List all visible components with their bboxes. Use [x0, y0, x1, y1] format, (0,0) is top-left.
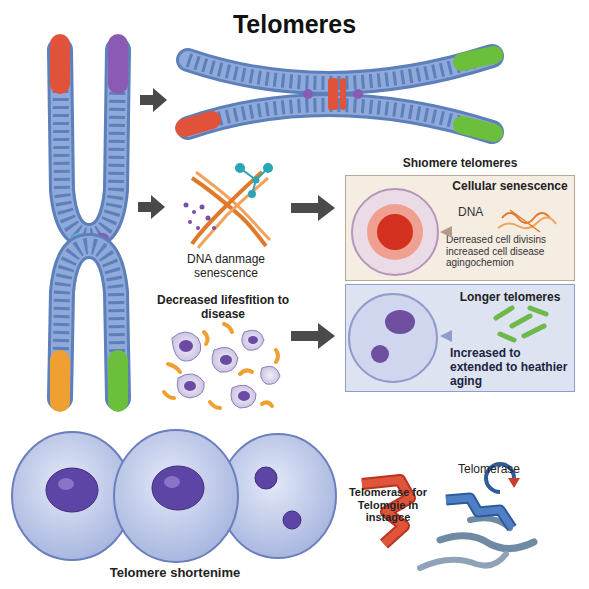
band [353, 89, 363, 99]
box-body: Derreased cell divisins increased cell d… [446, 234, 574, 269]
nucleolus [58, 478, 74, 490]
cell [114, 430, 238, 562]
pointer [440, 330, 452, 342]
cell-fragment [177, 374, 204, 398]
nucleolus [164, 476, 180, 488]
nucleus [248, 336, 258, 344]
figure-caption: DNA danmage senescence [178, 253, 274, 281]
title: Telomeres [0, 10, 589, 39]
healthy-cell [349, 294, 437, 382]
nucleus [283, 511, 301, 529]
chromatid-texture [188, 105, 492, 132]
box-heading: Cellular senescence [446, 180, 574, 194]
centromere [340, 78, 346, 110]
box-heading: Longer telomeres [446, 291, 574, 305]
part-label: DNA [458, 206, 498, 220]
chromatid [188, 56, 492, 83]
dna-damage-illustration [184, 164, 273, 248]
cell [352, 189, 438, 275]
cytoplasm-glow [367, 204, 423, 260]
damaged-cells-illustration [164, 324, 280, 408]
chromosome-u [60, 44, 118, 243]
block-arrow [140, 88, 167, 112]
cell-fragment [172, 332, 201, 361]
cell-fragment [231, 385, 256, 408]
panel-group: Shıomere telomeresCellular senescenceDNA… [343, 156, 577, 394]
cell-fragment [261, 366, 280, 384]
nucleus [179, 340, 193, 352]
telomerase-rna [362, 480, 410, 544]
telomere-cap [184, 120, 212, 128]
nucleus [46, 468, 98, 512]
telomere-shortening-cells [12, 430, 336, 562]
telomere-strand [446, 498, 512, 528]
chromosome-x [184, 55, 494, 133]
arrowhead [508, 478, 520, 488]
dna-strand [196, 172, 270, 240]
nucleus [152, 466, 204, 510]
molecule [236, 164, 272, 197]
telomere-cap [462, 55, 494, 62]
nucleus [255, 467, 277, 489]
band [303, 89, 313, 99]
nucleus [385, 310, 415, 334]
telomere-fragments [164, 324, 278, 408]
dna-strand [510, 210, 540, 232]
chromatid [188, 105, 492, 132]
nucleus [371, 345, 389, 363]
chromatid [188, 105, 492, 132]
panel-heading: Shıomere telomeres [343, 157, 577, 171]
telomere-cap [50, 360, 70, 402]
pointer [440, 226, 452, 238]
block-arrow [138, 195, 165, 219]
flow-arrows [138, 88, 335, 349]
telomerase-rna [362, 480, 410, 544]
nucleus [377, 214, 413, 250]
figure-caption: Telomere shortenime [70, 566, 280, 581]
telomere-cap [462, 125, 494, 133]
cell-fragment [242, 330, 264, 350]
figure-caption: Decreased lifesfition to disease [155, 294, 291, 322]
dna-strand [198, 178, 268, 248]
chromosome-n [60, 246, 118, 402]
dna-strand [420, 554, 506, 568]
nucleus [238, 391, 250, 401]
telomere-cap [108, 44, 128, 84]
chromatid [188, 56, 492, 83]
part-label: Telomerase [444, 463, 534, 477]
damage-dots [184, 203, 217, 231]
block-arrow [291, 323, 335, 349]
info-box: Cellular senescenceDNA Derreased cell div… [345, 175, 575, 281]
centromere [328, 78, 338, 110]
chromatid-texture [188, 56, 492, 83]
telomere-cap [50, 44, 70, 84]
part-label: Telomerase for Telomgie in instagce [345, 486, 431, 524]
dna-strand [498, 217, 556, 228]
telomere-strand [446, 498, 512, 528]
block-arrow [291, 195, 335, 221]
senescent-cell [352, 189, 438, 275]
nucleus [184, 381, 196, 391]
dna-strand [502, 213, 550, 223]
nucleus [220, 355, 232, 365]
cell-fragment [212, 347, 238, 372]
cell [349, 294, 437, 382]
telomere-fragments [496, 308, 546, 340]
info-box: Longer telomeresIncreased to extended to… [345, 284, 575, 392]
box-body: Increased to extended to heathier aging [450, 347, 574, 388]
dna-strand [192, 172, 262, 244]
telomere-cap [108, 360, 128, 402]
dna-strand [440, 536, 534, 549]
telomerase-illustration [362, 464, 534, 568]
